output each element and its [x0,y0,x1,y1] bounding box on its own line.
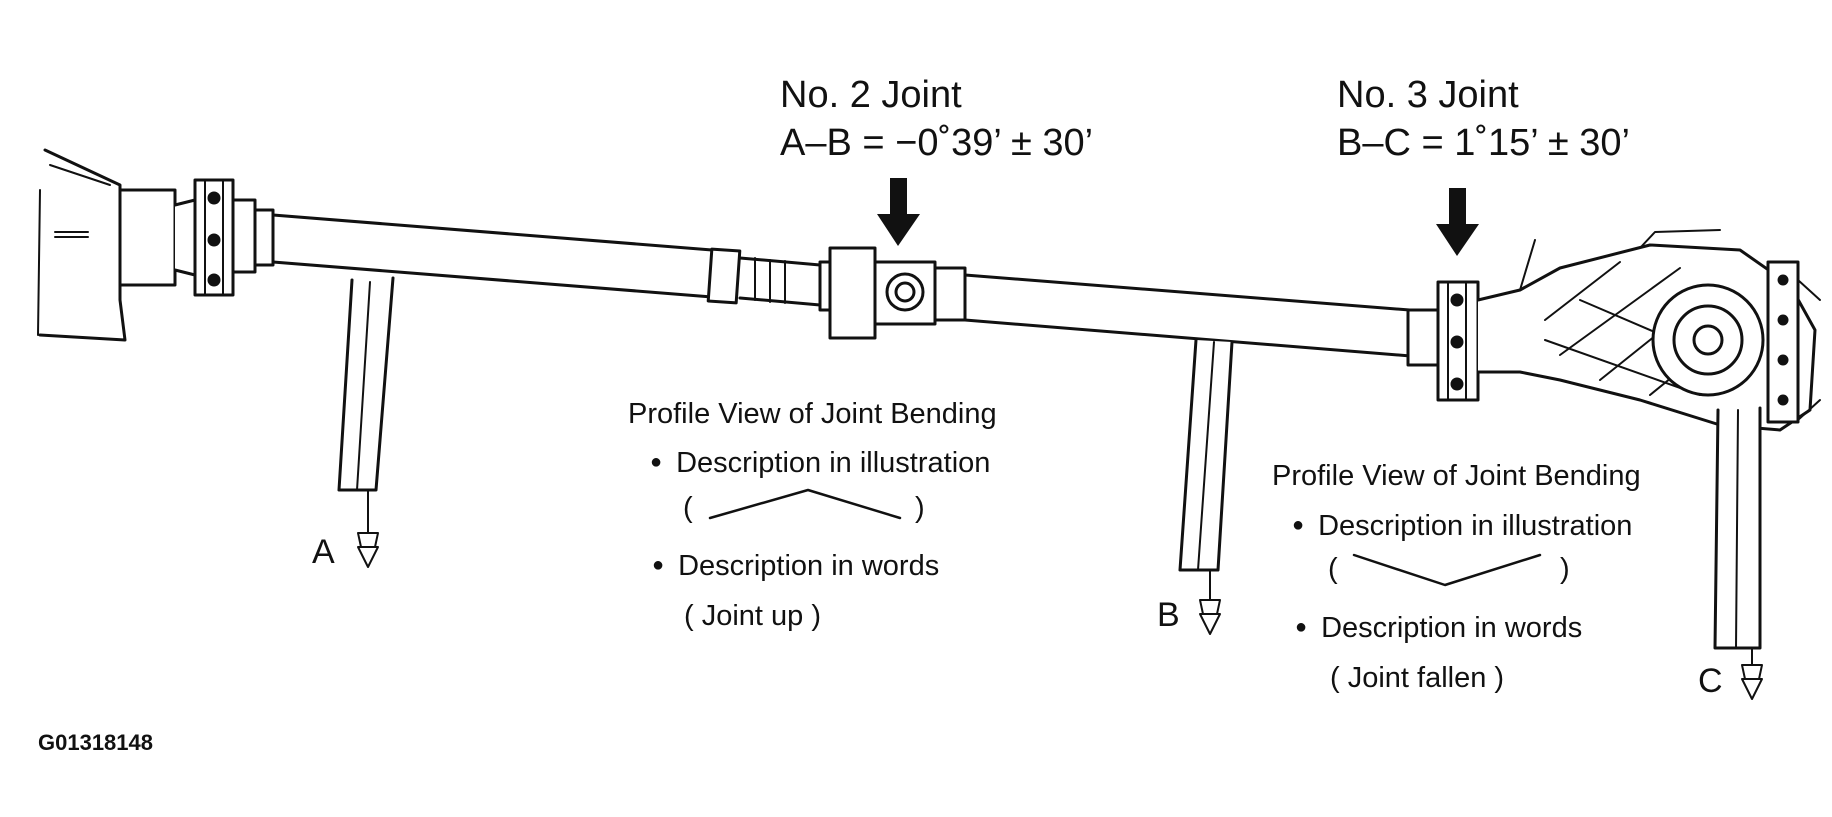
plumb-bob-icon [1199,599,1221,635]
no3-words-label: Description in words [1295,614,1582,643]
plumb-bob-icon [357,532,379,568]
no3-paren-open: ( [1328,553,1338,585]
inclinometer-c [1713,406,1762,666]
no2-profile-heading: Profile View of Joint Bending [628,398,997,430]
no2-words-label: Description in words [652,552,939,581]
no2-paren-close: ) [915,492,925,524]
no2-illustration-label: Description in illustration [650,449,990,478]
point-b-label: B [1157,596,1180,634]
joint-fallen-illustration [1352,553,1542,587]
plumb-bob-icon [1741,664,1763,700]
no3-joint-title: No. 3 Joint [1337,74,1519,116]
transmission-housing [37,148,197,342]
rear-flange [1406,280,1480,402]
joint-up-illustration [708,488,902,520]
differential-housing [1476,229,1821,432]
figure-code: G01318148 [38,730,153,755]
no3-profile-heading: Profile View of Joint Bending [1272,460,1641,492]
point-a-label: A [312,533,335,571]
no2-words-value: ( Joint up ) [684,600,821,632]
no2-joint-title: No. 2 Joint [780,74,962,116]
arrow-down-icon [1436,188,1479,256]
rear-propeller-shaft [963,273,1437,360]
arrow-down-icon [877,178,920,246]
inclinometer-b [1178,338,1234,601]
no3-illustration-label: Description in illustration [1292,512,1632,541]
no2-joint-spec: A–B = −0˚39’ ± 30’ [780,122,1094,164]
inclinometer-a [337,276,395,534]
front-flange [193,178,275,297]
no2-paren-open: ( [683,492,693,524]
no3-paren-close: ) [1560,553,1570,585]
no2-universal-joint [828,246,967,340]
point-c-label: C [1698,662,1723,700]
no3-joint-spec: B–C = 1˚15’ ± 30’ [1337,122,1630,164]
no3-words-value: ( Joint fallen ) [1330,662,1505,694]
